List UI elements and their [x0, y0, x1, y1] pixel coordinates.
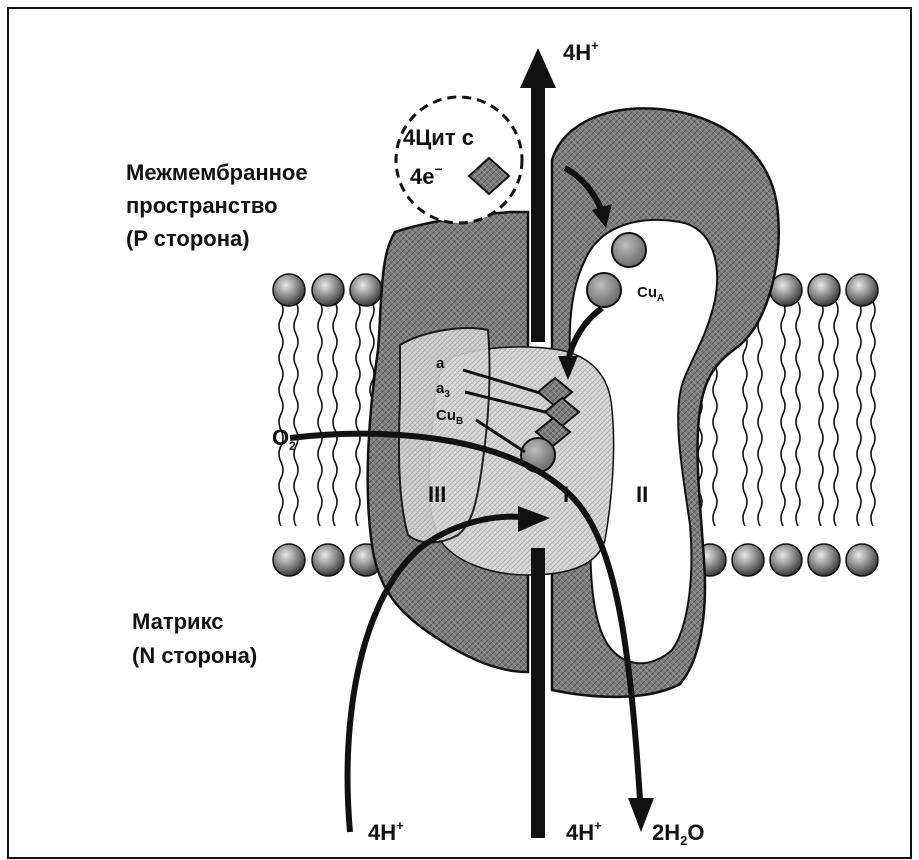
subunit-1-label: I: [563, 482, 569, 507]
protons-bottom-mid-label: 4H+: [566, 818, 602, 845]
subunit-3-label: III: [428, 482, 446, 507]
subunit-2-label: II: [636, 482, 648, 507]
cytochrome-c-group: 4Цит с 4e−: [396, 97, 522, 223]
proton-channel-bottom: [531, 548, 545, 838]
cytochrome-c-label: 4Цит с: [403, 125, 474, 150]
heme-a-label: a: [436, 355, 445, 372]
lipid-tails-left: [279, 302, 374, 526]
oxygen-label: O2: [272, 425, 296, 453]
protons-bottom-left-label: 4H+: [368, 818, 404, 845]
intermembrane-label-1: Межмембранное: [126, 160, 308, 185]
intermembrane-label-2: пространство: [126, 193, 278, 218]
matrix-label-2: (N сторона): [132, 643, 257, 668]
intermembrane-label-3: (P сторона): [126, 226, 250, 251]
matrix-label-1: Матрикс: [132, 609, 224, 634]
water-label: 2H2O: [652, 820, 704, 848]
protons-top-label: 4H+: [563, 38, 599, 65]
cytochrome-c-circle: [396, 97, 522, 223]
